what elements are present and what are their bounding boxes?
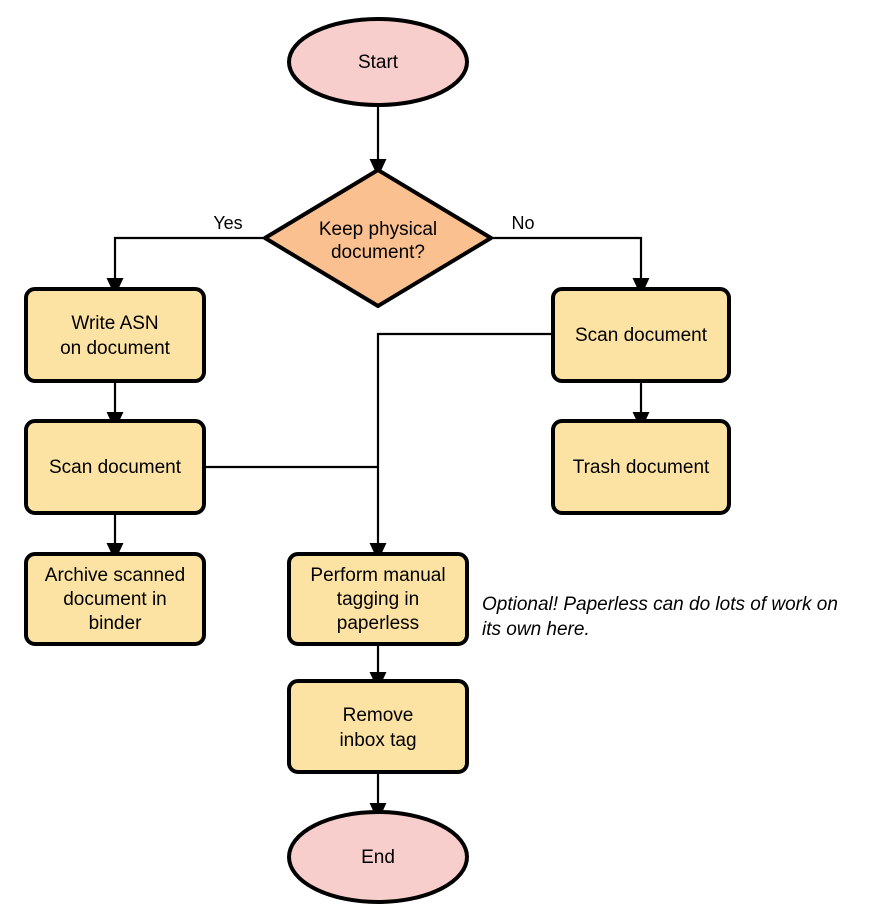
- node-scan-document-right[interactable]: Scan document: [551, 287, 731, 383]
- write-asn-label-line1: Write ASN: [71, 313, 158, 334]
- tagging-label-line1: Perform manual: [310, 565, 445, 586]
- trash-document-box: [551, 419, 731, 515]
- end-label: End: [361, 847, 395, 868]
- trash-document-label: Trash document: [573, 457, 710, 478]
- node-trash-document[interactable]: Trash document: [551, 419, 731, 515]
- node-write-asn[interactable]: Write ASN on document: [24, 287, 206, 383]
- remove-inbox-tag-label-line2: inbox tag: [339, 730, 416, 751]
- node-remove-inbox-tag[interactable]: Remove inbox tag: [287, 679, 469, 774]
- tagging-label-line2: tagging in: [337, 589, 419, 610]
- scan-document-left-label: Scan document: [49, 457, 182, 478]
- optional-note-line2: its own here.: [482, 619, 590, 640]
- tagging-label-line3: paperless: [337, 613, 419, 634]
- remove-inbox-tag-box: [287, 679, 469, 774]
- node-start[interactable]: Start: [287, 17, 469, 107]
- decision-label-line2: document?: [331, 242, 425, 263]
- scan-document-right-label: Scan document: [575, 325, 708, 346]
- archive-label-line1: Archive scanned: [45, 565, 185, 586]
- remove-inbox-tag-label-line1: Remove: [343, 705, 414, 726]
- write-asn-box: [24, 287, 206, 383]
- node-scan-document-left[interactable]: Scan document: [24, 419, 206, 515]
- start-label: Start: [358, 52, 399, 73]
- scan-document-right-box: [551, 287, 731, 383]
- scan-document-left-box: [24, 419, 206, 515]
- archive-label-line3: binder: [89, 613, 142, 634]
- edge-yes-to-write-asn: [106, 236, 265, 297]
- archive-box: [24, 552, 206, 646]
- write-asn-label-line2: on document: [60, 338, 171, 359]
- decision-label-line1: Keep physical: [319, 219, 437, 240]
- edge-label-no: No: [511, 213, 534, 233]
- node-end[interactable]: End: [287, 810, 469, 904]
- edge-scan-right-to-tagging: [369, 332, 553, 562]
- decision-diamond: [263, 168, 493, 308]
- edge-no-to-scan-right: [491, 236, 650, 297]
- edge-label-yes: Yes: [213, 213, 242, 233]
- archive-label-line2: document in: [63, 589, 167, 610]
- start-ellipse: [287, 17, 469, 107]
- node-decision-keep-physical-document[interactable]: Keep physical document?: [263, 168, 493, 308]
- node-perform-manual-tagging[interactable]: Perform manual tagging in paperless: [287, 552, 469, 646]
- tagging-box: [287, 552, 469, 646]
- end-ellipse: [287, 810, 469, 904]
- node-archive-scanned-document[interactable]: Archive scanned document in binder: [24, 552, 206, 646]
- optional-note-line1: Optional! Paperless can do lots of work …: [482, 594, 838, 615]
